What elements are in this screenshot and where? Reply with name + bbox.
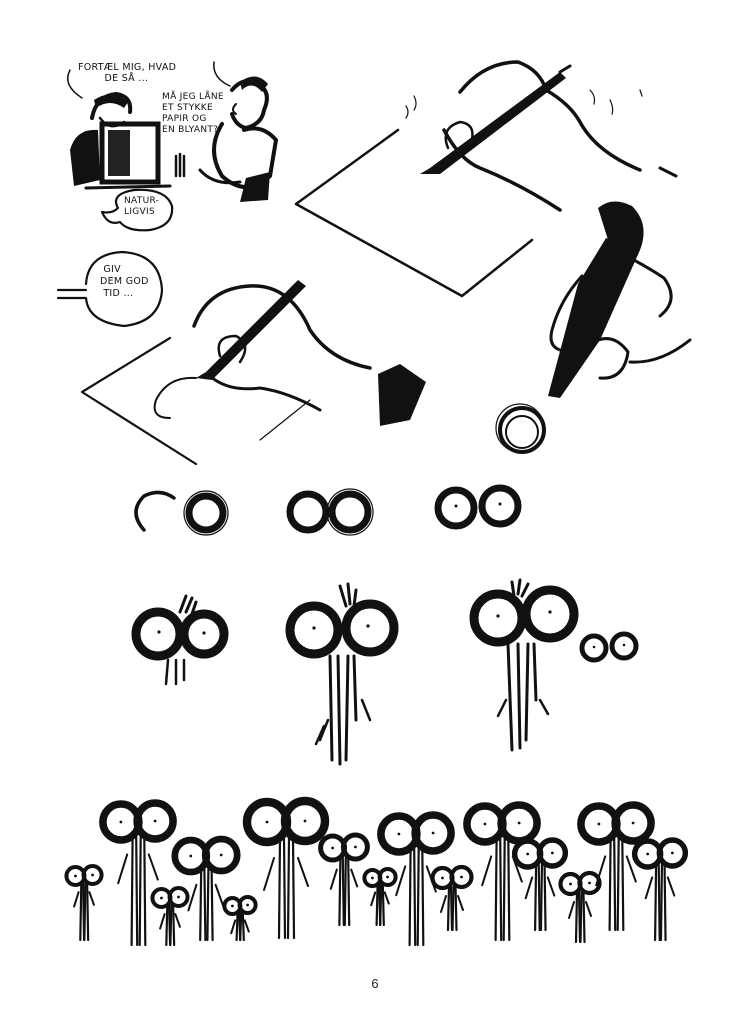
creature-evolution-row xyxy=(131,578,639,766)
speech-text-tell-me: FORTÆL MIG, HVAD DE SÅ ... xyxy=(78,62,177,84)
speech-text-naturligvis: NATUR- LIGVIS xyxy=(124,196,160,217)
speech-text-borrow-paper: MÅ JEG LÅNE ET STYKKE PAPIR OG EN BLYANT… xyxy=(162,92,224,135)
office-scene-illustration xyxy=(67,61,278,202)
page-number: 6 xyxy=(371,976,379,991)
speech-bubble-giv-dem-god-tid xyxy=(56,250,164,328)
hand-drawing-curve-illustration xyxy=(80,280,426,466)
speech-bubble-naturligvis xyxy=(100,188,174,232)
creature-crowd xyxy=(64,796,689,947)
hand-drawing-circle-illustration xyxy=(495,238,692,454)
speech-text-give-time: GIV DEM GOD TID ... xyxy=(100,264,149,299)
eyes-progression-row xyxy=(134,484,522,536)
hand-holding-pen-illustration xyxy=(294,60,678,298)
